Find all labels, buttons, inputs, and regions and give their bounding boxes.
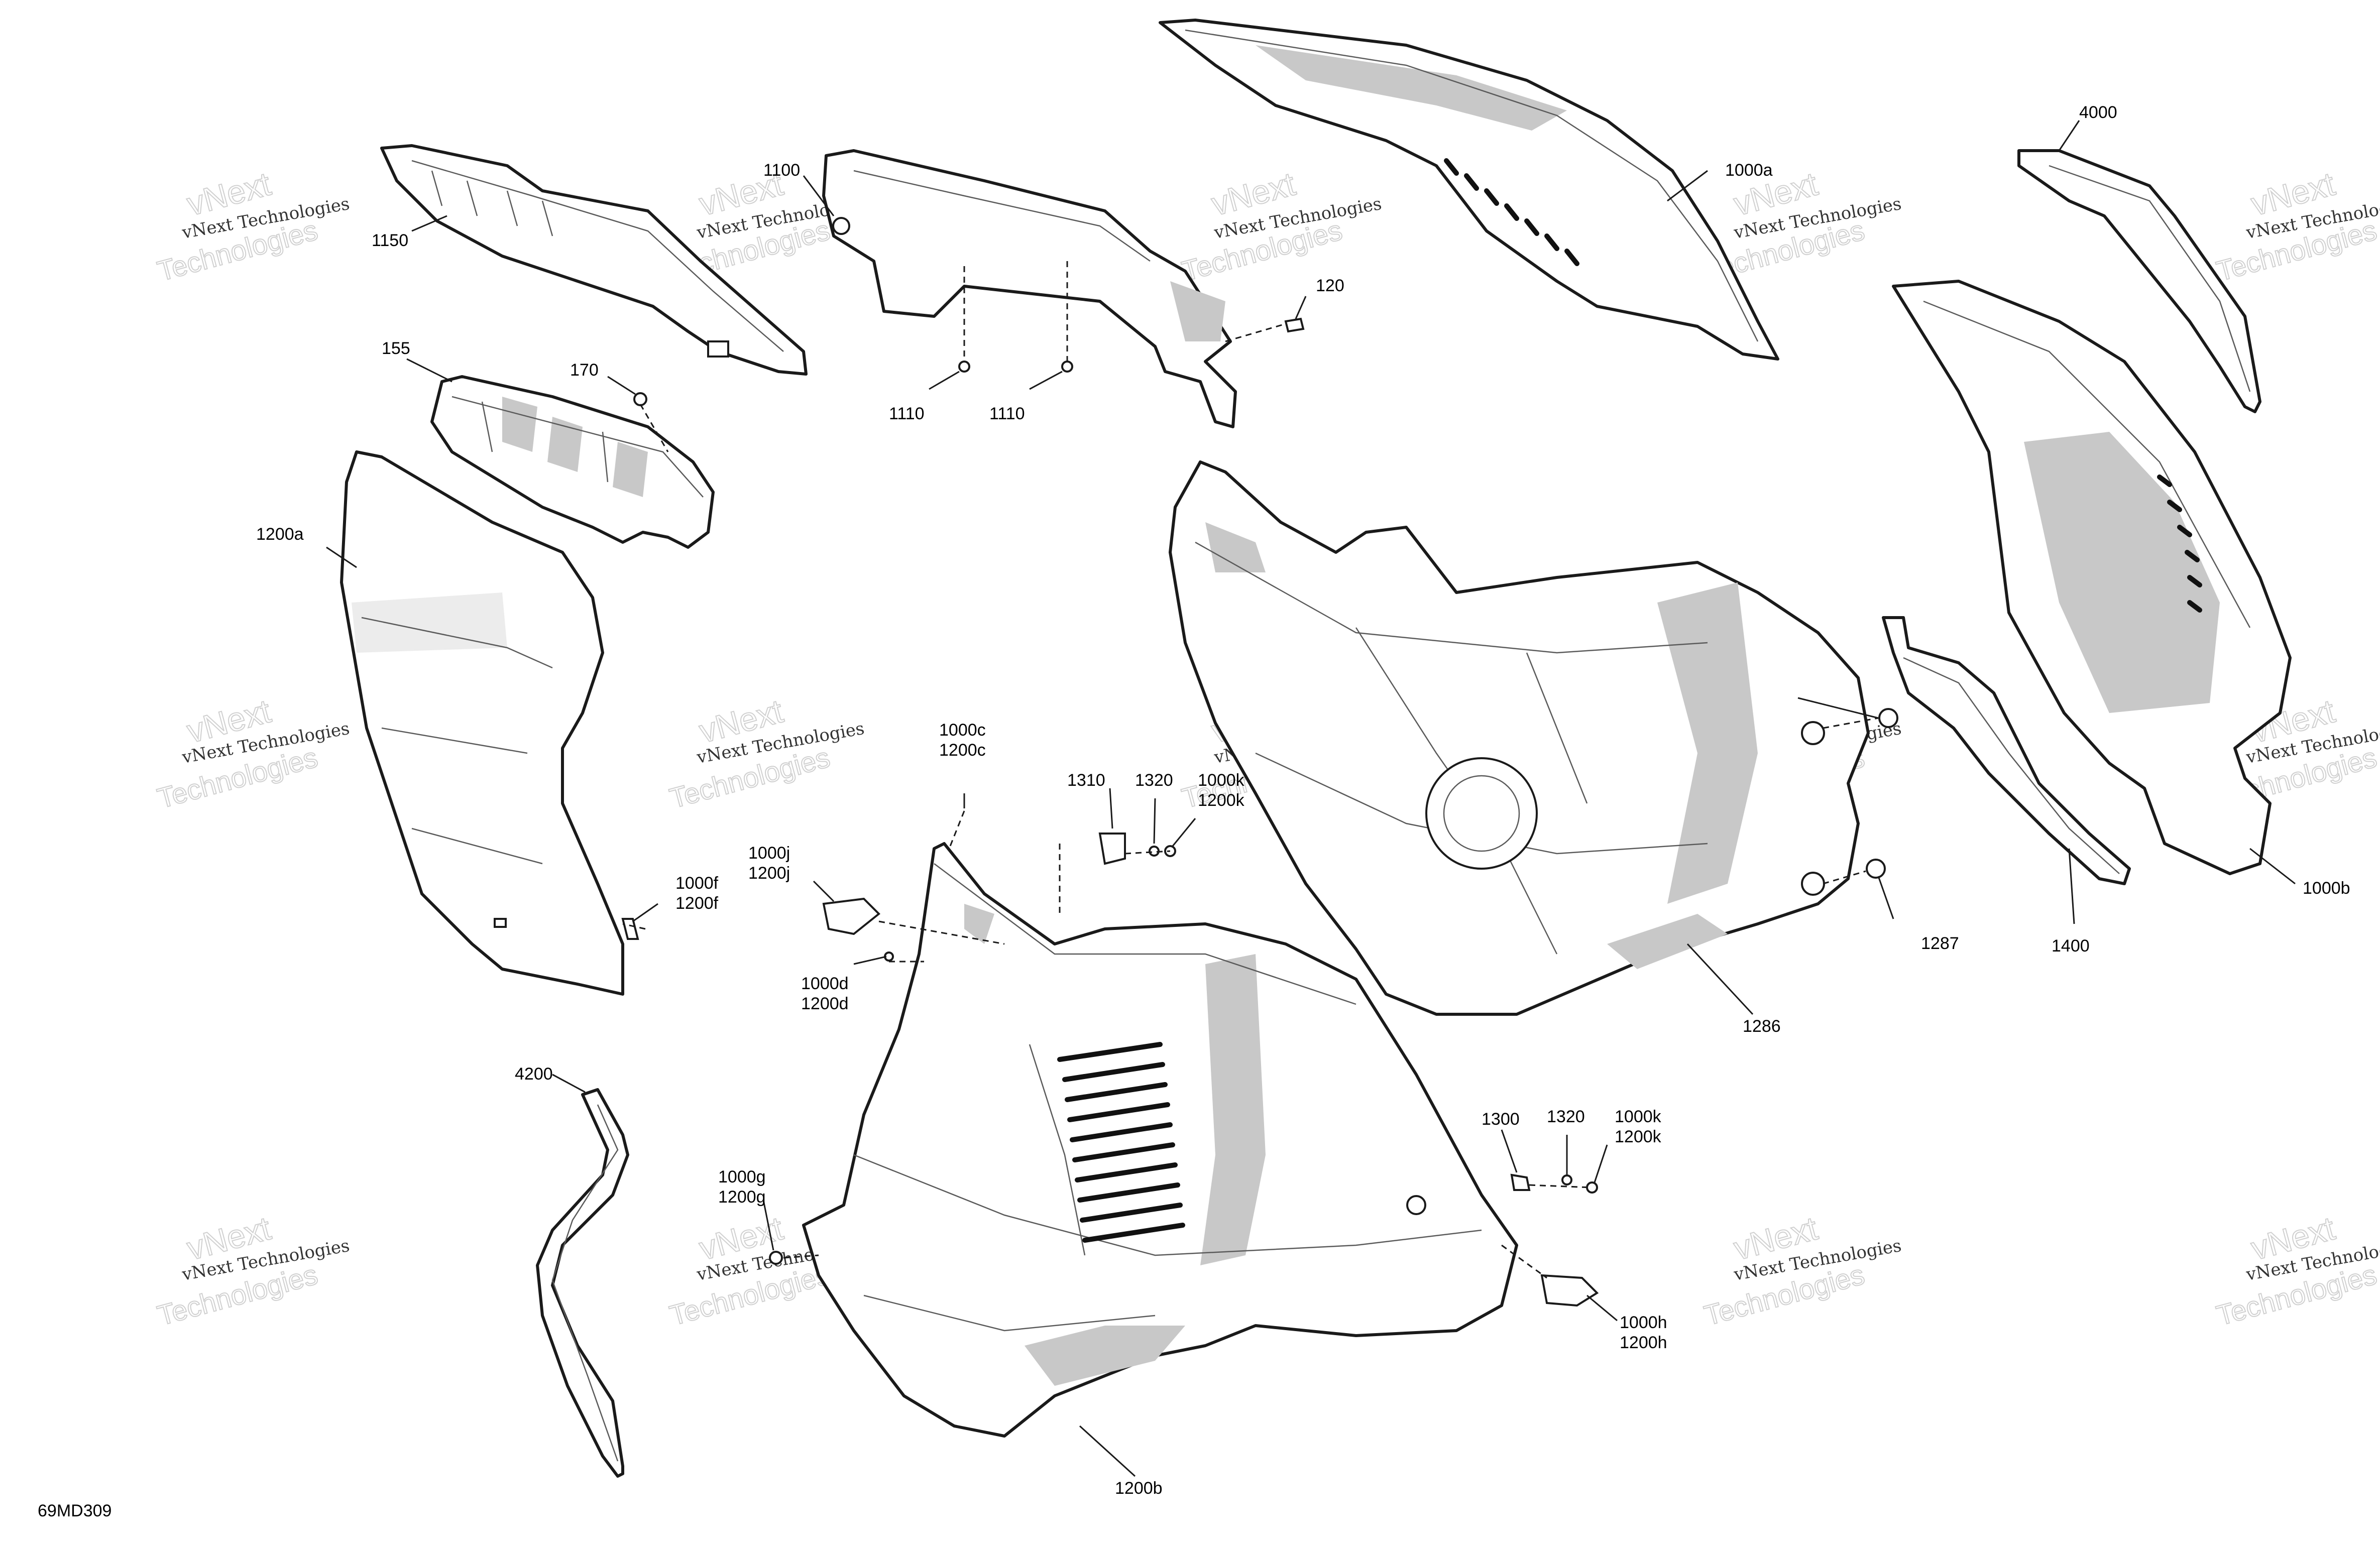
callout-1287: 1287: [1921, 934, 1959, 953]
part-1000f-screw: [621, 918, 639, 940]
watermark: vNext Technologies vNext Technologies: [1178, 164, 1383, 287]
callout-1200h: 1200h: [1620, 1333, 1667, 1352]
part-1200a-side-panel: [340, 450, 624, 996]
callout-1200a: 1200a: [256, 525, 304, 544]
part-1287-grommet-upper: [1878, 708, 1898, 728]
callout-1200j: 1200j: [748, 864, 790, 883]
callout-1000j: 1000j: [748, 844, 790, 863]
watermark: vNext Technologies vNext Technologies: [666, 691, 866, 814]
part-1287-grommet-lower: [1866, 859, 1886, 879]
part-1000b-side-panel: [1892, 280, 2292, 875]
callout-1000k-top: 1000k: [1198, 771, 1245, 790]
callout-1110-right: 1110: [989, 404, 1025, 423]
part-1400-strip: [1882, 616, 2131, 885]
callout-1000b: 1000b: [2303, 879, 2350, 898]
callout-170: 170: [570, 361, 599, 380]
part-1000a-side-panel: [1159, 19, 1779, 361]
part-1286-large-panel: [1169, 460, 1870, 1016]
document-id: 69MD309: [38, 1501, 111, 1520]
watermark: vNext Technologies vNext Technologies: [1701, 1209, 1903, 1332]
part-1200b-lower-panel: [802, 842, 1518, 1438]
callout-1320-top: 1320: [1135, 771, 1173, 790]
watermark: vNext Technologies vNext Technologies: [154, 1209, 351, 1332]
part-1150-bracket: [380, 144, 808, 376]
callout-4200: 4200: [515, 1064, 553, 1084]
callout-1000k-bottom: 1000k: [1615, 1107, 1662, 1126]
part-155-vent-grille: [430, 375, 715, 549]
callout-1000h: 1000h: [1620, 1313, 1667, 1332]
callout-1000g: 1000g: [718, 1167, 766, 1186]
callout-1000d: 1000d: [801, 974, 849, 993]
callout-1200k-bottom: 1200k: [1615, 1127, 1662, 1146]
part-170-screw: [633, 392, 647, 406]
callout-1400: 1400: [2052, 936, 2090, 956]
callout-1300: 1300: [1482, 1110, 1520, 1129]
callout-1100: 1100: [763, 161, 800, 180]
part-1000g-plug: [769, 1251, 783, 1265]
callout-4000: 4000: [2079, 103, 2117, 122]
part-4200-strip: [536, 1088, 629, 1478]
callout-1200c: 1200c: [939, 741, 986, 760]
callout-1200f: 1200f: [675, 894, 719, 913]
part-1000k-nut-lower: [1586, 1181, 1598, 1194]
callout-1310: 1310: [1067, 771, 1105, 790]
part-1000j-clip: [822, 897, 880, 935]
part-1110-left-screw: [958, 361, 970, 373]
watermark: vNext Technologies vNext Technologies: [2213, 164, 2380, 287]
watermark: vNext Technologies vNext Technologies: [154, 691, 351, 814]
part-4000-trim: [2017, 149, 2261, 413]
callout-1000a: 1000a: [1725, 161, 1773, 180]
leader-lines: [326, 120, 2296, 1477]
hardware-pieces: [621, 317, 1898, 1307]
callout-1286: 1286: [1743, 1017, 1781, 1036]
callout-1200g: 1200g: [718, 1188, 766, 1207]
watermark: vNext Technologies vNext Technologies: [154, 164, 351, 287]
part-1310-grommet: [1098, 833, 1126, 865]
part-1320-washer-lower: [1561, 1174, 1572, 1185]
part-1000h-clip: [1540, 1274, 1599, 1307]
callout-155: 155: [382, 339, 410, 358]
part-1300-grommet: [1510, 1173, 1531, 1191]
watermark: vNext Technologies vNext Technologies: [2213, 1209, 2380, 1332]
callout-1200k-top: 1200k: [1198, 791, 1245, 810]
part-120-screw: [1284, 317, 1305, 333]
callout-1320-bottom: 1320: [1547, 1107, 1585, 1126]
callout-1110-left: 1110: [889, 404, 925, 423]
callout-1150: 1150: [372, 231, 408, 250]
callout-1200b: 1200b: [1115, 1479, 1163, 1498]
callout-1200d: 1200d: [801, 994, 849, 1013]
part-1110-right-screw: [1061, 361, 1073, 373]
callout-120: 120: [1316, 276, 1344, 295]
callout-1000c: 1000c: [939, 721, 986, 740]
callout-1000f: 1000f: [675, 874, 719, 893]
callout-labels: 1150 1100 1000a 4000 120 1110 1110 155 1…: [256, 103, 2350, 1498]
assembly-lines: [622, 261, 1879, 1279]
part-1100-bracket: [822, 149, 1237, 428]
